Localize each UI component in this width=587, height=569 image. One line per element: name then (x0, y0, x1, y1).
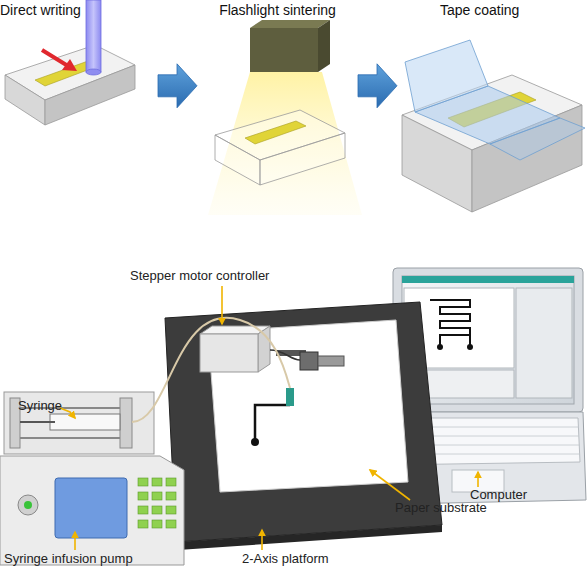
direction-arrow (42, 50, 68, 66)
part-label: Syringe (18, 398, 62, 413)
tape-coating-illustration (402, 40, 585, 212)
plunger (20, 421, 55, 423)
process-step: Direct writing (0, 0, 155, 220)
pad (467, 344, 473, 350)
syringe-pump (0, 318, 290, 565)
stepper-controller (200, 326, 344, 372)
holder-block (120, 398, 132, 448)
part-label: Computer (470, 487, 527, 502)
pump-body (0, 456, 184, 565)
slab-side (260, 133, 345, 185)
process-step: Tape coating (400, 0, 587, 220)
window-bar (402, 276, 574, 283)
pattern-preview (430, 300, 470, 345)
step-heading: Flashlight sintering (200, 2, 355, 18)
direct-writing-illustration (5, 0, 135, 125)
controller-box (200, 334, 258, 372)
motor-shaft (318, 356, 344, 366)
leader-line (221, 286, 223, 324)
tape-peel (405, 40, 488, 112)
printed-trace (255, 405, 290, 440)
tape-fold (490, 118, 585, 160)
flashlight-sintering-illustration (208, 20, 362, 215)
platform-edge (176, 525, 442, 550)
nozzle (86, 0, 101, 72)
guide-rod (20, 437, 120, 439)
pad (437, 344, 443, 350)
leader-line (370, 470, 410, 500)
leader-line (261, 530, 263, 550)
print-head (286, 388, 294, 406)
stepper-motor (300, 352, 318, 370)
start-button (24, 501, 32, 509)
nozzle-tip (86, 69, 101, 75)
dial (18, 495, 38, 515)
controller-side (258, 326, 270, 372)
syringe-barrel (50, 414, 120, 430)
lamp-box (250, 28, 318, 72)
printed-line (245, 121, 306, 144)
side-panel (516, 288, 572, 398)
keypad (138, 478, 176, 528)
lamp-side (318, 20, 330, 72)
part-label: Stepper motor controller (130, 268, 269, 283)
leader-line (60, 408, 75, 418)
lamp-top (250, 20, 330, 28)
motor-cable (270, 350, 300, 360)
pump-rail (4, 392, 154, 454)
light-cone (208, 72, 362, 215)
step-heading: Direct writing (0, 2, 155, 18)
process-arrow (358, 64, 397, 108)
part-label: Syringe infusion pump (4, 551, 133, 566)
printed-pad (251, 438, 259, 446)
part-label: 2-Axis platform (242, 551, 329, 566)
feed-tube (132, 318, 290, 422)
leader-line (74, 532, 76, 550)
direction-arrow-head (62, 59, 77, 71)
leader-line (477, 472, 479, 487)
process-arrow (158, 64, 197, 108)
step-heading: Tape coating (440, 2, 587, 18)
process-step: Flashlight sintering (200, 0, 355, 220)
part-label: Paper substrate (395, 500, 487, 515)
pump-display (55, 478, 127, 538)
